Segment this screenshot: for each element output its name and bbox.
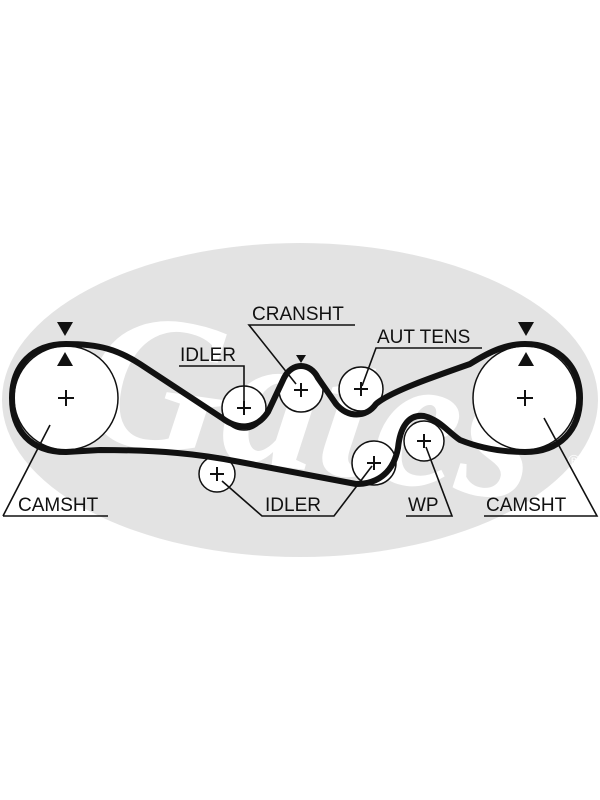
labels: CRANSHT IDLER AUT TENS CAMSHT IDLER WP C… [18, 304, 567, 516]
label-idler-top: IDLER [180, 345, 236, 366]
plus-icon [417, 434, 431, 448]
leader-camsht-right [484, 417, 599, 517]
triangle-marker-icon [518, 352, 534, 366]
label-wp: WP [408, 495, 439, 516]
triangle-marker-icon [57, 322, 73, 336]
label-idler-bottom: IDLER [265, 495, 321, 516]
label-aut-tens: AUT TENS [377, 327, 470, 348]
triangle-marker-icon [296, 355, 306, 363]
plus-icon [517, 390, 533, 406]
timing-belt [9, 341, 583, 487]
plus-icon [210, 467, 224, 481]
leader-idler-top [179, 365, 245, 406]
timing-marks [57, 322, 534, 366]
leader-idler-bottom [221, 465, 373, 517]
leader-cranksht [247, 324, 355, 385]
watermark-registered-mark: ® [568, 453, 580, 470]
plus-icon [294, 383, 308, 397]
triangle-marker-icon [518, 322, 534, 336]
plus-icon [367, 456, 381, 470]
leader-lines [2, 324, 599, 517]
plus-icon [354, 382, 368, 396]
triangle-marker-icon [57, 352, 73, 366]
leader-camsht-left-diagonal [2, 424, 51, 517]
leader-wp [406, 446, 454, 517]
label-cranksht: CRANSHT [252, 304, 344, 325]
label-camsht-left: CAMSHT [18, 495, 99, 516]
leader-aut-tens [361, 347, 482, 387]
label-camsht-right: CAMSHT [486, 495, 567, 516]
plus-icon [58, 390, 74, 406]
pulley-centers [58, 382, 533, 481]
